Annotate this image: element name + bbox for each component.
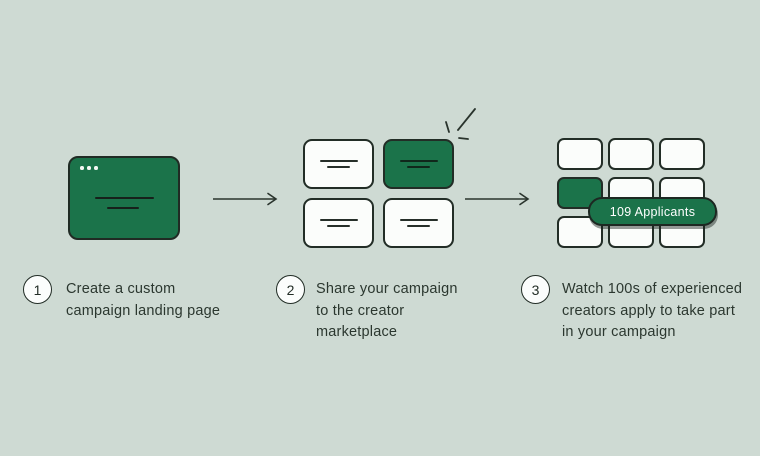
step-1-caption: Create a custom campaign landing page xyxy=(66,279,220,322)
text-line-placeholder xyxy=(107,207,139,209)
campaign-card-highlighted xyxy=(557,177,603,209)
step-1-number-badge: 1 xyxy=(23,275,52,304)
text-line-placeholder xyxy=(399,160,438,162)
caption-line: Share your campaign xyxy=(316,281,458,297)
marketplace-card-grid xyxy=(303,139,454,248)
caption-line: marketplace xyxy=(316,324,398,340)
campaign-card xyxy=(608,138,654,170)
text-line-placeholder xyxy=(399,219,438,221)
text-line-placeholder xyxy=(319,160,358,162)
window-dot-icon xyxy=(80,166,84,170)
applicants-card-grid xyxy=(557,138,705,248)
window-dots-icon xyxy=(80,166,98,170)
text-line-placeholder xyxy=(319,219,358,221)
text-line-placeholder xyxy=(95,197,154,199)
window-dot-icon xyxy=(87,166,91,170)
step-2: 2 Share your campaign to the creator mar… xyxy=(276,275,458,344)
campaign-card xyxy=(557,216,603,248)
caption-line: to the creator xyxy=(316,302,405,319)
click-sparkle-icon xyxy=(445,108,476,140)
caption-line: campaign landing page xyxy=(66,302,221,319)
browser-window-icon xyxy=(68,156,180,240)
arrow-right-icon xyxy=(213,192,278,206)
step-3: 3 Watch 100s of experienced creators app… xyxy=(521,275,742,344)
applicants-count-badge: 109 Applicants xyxy=(588,197,717,226)
campaign-card xyxy=(303,198,374,248)
step-2-number-badge: 2 xyxy=(276,275,305,304)
caption-line: Watch 100s of experienced xyxy=(562,281,743,297)
step-3-caption: Watch 100s of experienced creators apply… xyxy=(562,279,742,344)
caption-line: Create a custom xyxy=(66,281,176,297)
text-line-placeholder xyxy=(407,225,430,227)
campaign-card xyxy=(557,138,603,170)
text-line-placeholder xyxy=(327,225,350,227)
window-dot-icon xyxy=(94,166,98,170)
text-line-placeholder xyxy=(407,166,430,168)
campaign-card xyxy=(303,139,374,189)
text-line-placeholder xyxy=(327,166,350,168)
campaign-card-highlighted xyxy=(383,139,454,189)
caption-line: creators apply to take part xyxy=(562,302,736,319)
arrow-right-icon xyxy=(465,192,530,206)
step-2-caption: Share your campaign to the creator marke… xyxy=(316,279,458,344)
caption-line: in your campaign xyxy=(562,324,676,340)
step-3-number-badge: 3 xyxy=(521,275,550,304)
step-1: 1 Create a custom campaign landing page xyxy=(23,275,220,322)
campaign-card xyxy=(659,138,705,170)
campaign-card xyxy=(383,198,454,248)
